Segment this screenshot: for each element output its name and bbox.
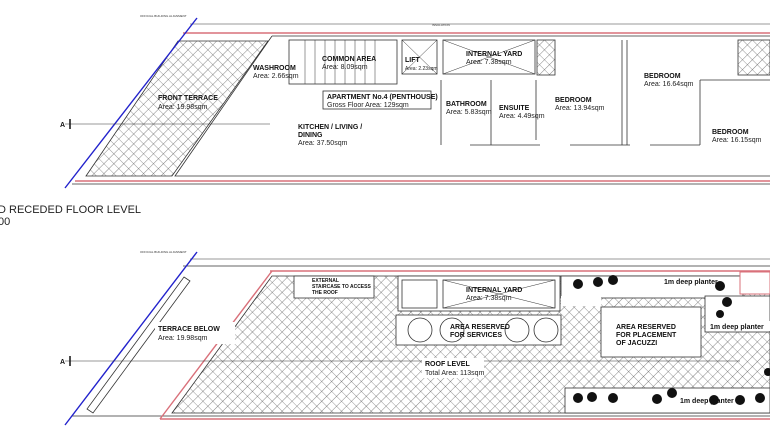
- apartment-name: APARTMENT No.4 (PENTHOUSE): [327, 94, 438, 101]
- insulation-note: INSULATION: [432, 23, 450, 27]
- room-name: ENSUITE: [499, 105, 530, 112]
- room-area: Area: 7.38sqm: [466, 59, 512, 66]
- room-area: Area: 8.09sqm: [322, 64, 368, 71]
- drawing-title: D RECEDED FLOOR LEVEL: [0, 204, 141, 216]
- internal-yard: [442, 39, 536, 75]
- section-marker: A: [60, 359, 65, 366]
- services-label: FOR SERVICES: [450, 332, 502, 339]
- room-name: WASHROOM: [253, 65, 296, 72]
- official-building-alignment-line: [64, 17, 198, 189]
- room-area: Area: 16.64sqm: [644, 81, 694, 88]
- drawing-scale: 00: [0, 216, 10, 228]
- planter-label: 1m deep planter: [710, 324, 764, 331]
- planter-shrubs: [573, 275, 770, 405]
- room-name: COMMON AREA: [322, 56, 376, 63]
- official-building-alignment-line: [64, 251, 198, 426]
- room-name: BATHROOM: [446, 101, 487, 108]
- services-area: [395, 314, 562, 346]
- jacuzzi-label: AREA RESERVED: [616, 324, 676, 331]
- roof-level-name: ROOF LEVEL: [425, 361, 470, 368]
- receded-floor-plan: A OFFICIAL BUILDING ALIGNMENT INSULATION…: [60, 14, 770, 189]
- alignment-note: OFFICIAL BUILDING ALIGNMENT: [140, 250, 187, 254]
- internal-yard: [442, 279, 556, 309]
- internal-walls: [440, 40, 770, 145]
- stair-label: STAIRCASE TO ACCESS: [312, 284, 371, 290]
- room-area: Area: 16.15sqm: [712, 137, 762, 144]
- planter-label: 1m deep planter: [680, 398, 734, 405]
- jacuzzi-area: [600, 306, 702, 358]
- room-area: Area: 2.23sqm: [405, 66, 438, 72]
- shaft-hatch-right: [737, 39, 770, 76]
- room-area: Area: 4.49sqm: [499, 113, 545, 120]
- room-name: BEDROOM: [644, 73, 681, 80]
- shaft-hatch: [536, 39, 556, 76]
- room-area: Area: 19.98sqm: [158, 104, 208, 111]
- jacuzzi-label: OF JACUZZI: [616, 340, 657, 347]
- terrace-area: Area: 19.98sqm: [158, 335, 208, 342]
- apartment-area: Gross Floor Area: 129sqm: [327, 102, 409, 109]
- lift-shaft: [401, 39, 438, 75]
- room-area: Area: 5.83sqm: [446, 109, 492, 116]
- jacuzzi-label: FOR PLACEMENT: [616, 332, 677, 339]
- room-name-line2: DINING: [298, 132, 323, 139]
- roof-level-plan: A OFFICIAL BUILDING ALIGNMENT EXTERNAL S…: [60, 250, 770, 426]
- room-area: Area: 13.94sqm: [555, 105, 605, 112]
- room-name: BEDROOM: [555, 97, 592, 104]
- yard-name: INTERNAL YARD: [466, 287, 522, 294]
- room-name: FRONT TERRACE: [158, 95, 218, 102]
- stair-label: EXTERNAL: [312, 278, 339, 284]
- room-name: KITCHEN / LIVING /: [298, 124, 362, 131]
- front-terrace-hatch: [85, 40, 269, 177]
- stair-treads: [304, 40, 376, 84]
- common-area-stair: [288, 39, 398, 85]
- room-area: Area: 2.66sqm: [253, 73, 299, 80]
- planter-label: 1m deep planter: [664, 279, 718, 286]
- section-marker: A: [60, 122, 65, 129]
- terrace-parapet: [86, 276, 191, 414]
- apartment-label-box: [322, 90, 432, 110]
- room-name: LIFT: [405, 57, 420, 64]
- external-wall: [174, 35, 770, 177]
- room-name: BEDROOM: [712, 129, 749, 136]
- terrace-name: TERRACE BELOW: [158, 326, 220, 333]
- yard-area: Area: 7.38sqm: [466, 295, 512, 302]
- external-staircase: [293, 275, 375, 299]
- roof-level-area: Total Area: 113sqm: [425, 370, 485, 377]
- alignment-note: OFFICIAL BUILDING ALIGNMENT: [140, 14, 187, 18]
- stair-label: THE ROOF: [312, 290, 338, 296]
- room-area: Area: 37.50sqm: [298, 140, 348, 147]
- services-label: AREA RESERVED: [450, 324, 510, 331]
- room-name: INTERNAL YARD: [466, 51, 522, 58]
